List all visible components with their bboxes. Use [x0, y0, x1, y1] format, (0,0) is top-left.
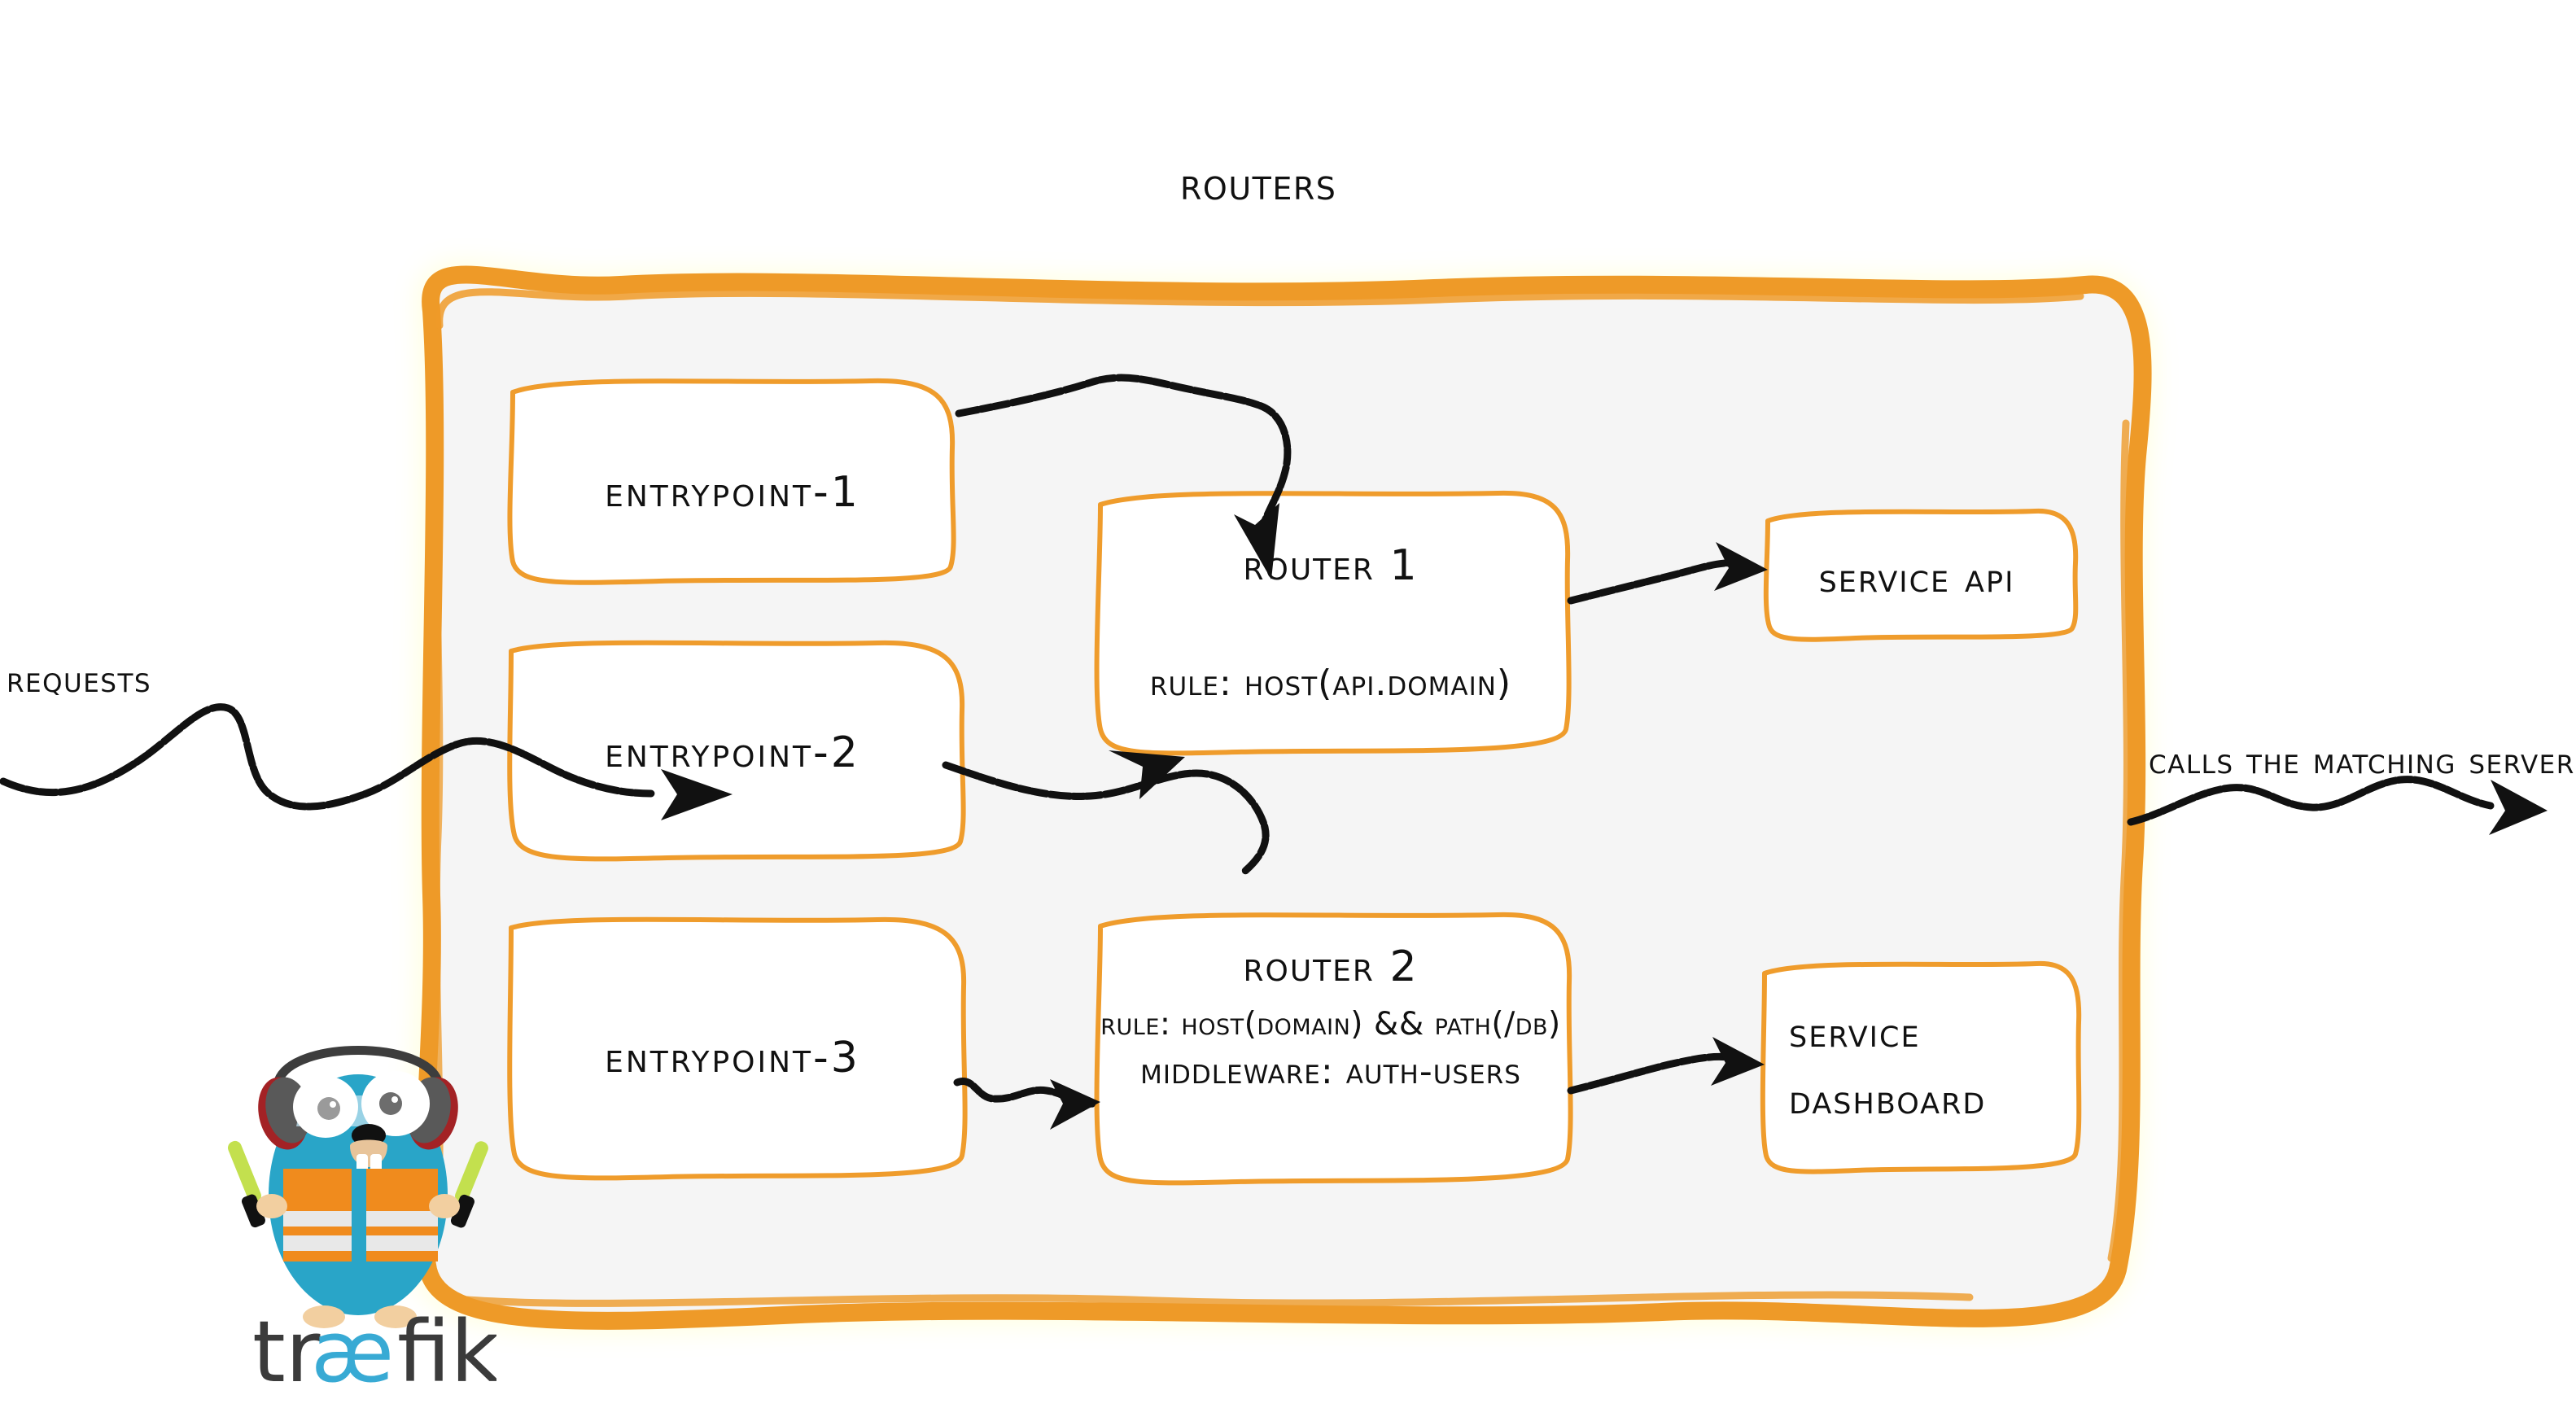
gopher-hand-right — [429, 1194, 460, 1218]
arrow-entrypoint3-to-router2 — [953, 1078, 1100, 1130]
service-dashboard-line-2: Dashboard — [1789, 1076, 1987, 1124]
wordmark-part-1: tr — [252, 1306, 321, 1401]
arrow-calls-out — [2127, 776, 2548, 835]
service-api[interactable]: Service API — [1778, 537, 2055, 619]
router-1-rule: rule: Host(api.domain) — [1149, 662, 1512, 705]
router-2[interactable]: Router 2 rule: Host(domain) && Path(/db)… — [1100, 928, 1561, 1164]
traefik-gopher-mascot — [228, 1046, 488, 1328]
gopher-eyes — [293, 1071, 430, 1138]
marshalling-wand-right — [450, 1141, 488, 1228]
entrypoint-1-label: entrypoint-1 — [605, 468, 860, 517]
wordmark-part-2: fik — [397, 1306, 496, 1401]
service-dashboard-line-1: Service — [1789, 1008, 1921, 1056]
entrypoint-3-label: entrypoint-3 — [605, 1034, 860, 1082]
router-1-title: Router 1 — [1243, 540, 1419, 590]
traefik-wordmark: tr æ fik — [252, 1302, 500, 1404]
gopher-foot-right — [374, 1305, 417, 1328]
marshalling-wand-left — [228, 1140, 265, 1228]
wordmark-ligature: æ — [311, 1306, 394, 1401]
router-2-rule: rule: Host(domain) && Path(/db) — [1100, 1006, 1561, 1043]
gopher-foot-left — [303, 1305, 345, 1328]
service-dashboard[interactable]: Service Dashboard — [1774, 989, 2051, 1143]
headphone-band-icon — [273, 1046, 443, 1086]
safety-vest — [283, 1169, 438, 1275]
router-2-middleware: middleware: auth-users — [1140, 1051, 1521, 1092]
arrow-entrypoint2-to-router1 — [942, 750, 1270, 875]
arrow-router2-to-service-dashboard — [1567, 1037, 1765, 1095]
requests-label: Requests — [7, 659, 152, 701]
entrypoint-3[interactable]: entrypoint-3 — [513, 936, 952, 1180]
entrypoint-2[interactable]: entrypoint-2 — [513, 651, 952, 855]
entrypoint-2-label: entrypoint-2 — [605, 728, 860, 777]
router-2-title: Router 2 — [1243, 942, 1419, 991]
arrow-router1-to-service-api — [1567, 542, 1768, 605]
service-api-label: Service API — [1818, 554, 2015, 601]
gopher-hand-left — [256, 1194, 287, 1218]
calls-matching-server-label: Calls the matching server — [2149, 741, 2575, 782]
router-1[interactable]: Router 1 rule: Host(api.domain) — [1103, 505, 1559, 741]
page-title: Routers — [1180, 159, 1337, 210]
entrypoint-1[interactable]: entrypoint-1 — [513, 399, 952, 586]
